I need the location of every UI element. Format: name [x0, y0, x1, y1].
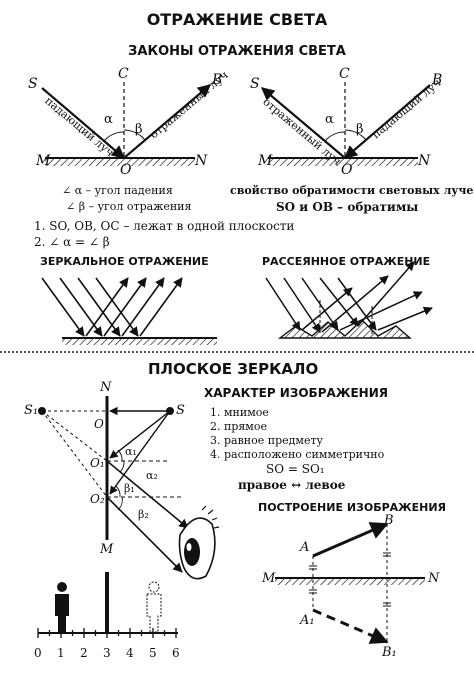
label-s-mirror: S — [176, 403, 185, 418]
beta-label-right: β — [356, 122, 364, 137]
character-item-4: 4. расположено симметрично — [210, 448, 385, 461]
angle-beta-text: ∠ β – угол отражения — [66, 200, 192, 213]
label-o2: O₂ — [90, 492, 105, 506]
label-beta1: β₁ — [124, 482, 135, 495]
laws-heading: ЗАКОНЫ ОТРАЖЕНИЯ СВЕТА — [128, 44, 346, 59]
reflected-ray — [260, 87, 346, 159]
person-image-figure — [146, 581, 162, 633]
reflected-ray — [123, 84, 212, 159]
specular-label: ЗЕРКАЛЬНОЕ ОТРАЖЕНИЕ — [40, 255, 209, 268]
label-s: S — [28, 76, 38, 92]
diffuse-figure — [265, 261, 433, 339]
scale-label: 3 — [103, 646, 111, 660]
mirror-surface — [268, 158, 418, 166]
label-c-right: C — [339, 66, 350, 82]
rule-1: 1. SO, OB, OC – лежат в одной плоскости — [34, 219, 295, 233]
label-m: M — [36, 153, 51, 169]
person-figure — [55, 582, 69, 632]
scale-ticks — [37, 628, 177, 638]
label-a1: A₁ — [300, 613, 315, 628]
reversible-rays-text: SO и OB – обратимы — [276, 200, 419, 214]
label-b: B — [212, 72, 223, 88]
label-n-construction: N — [428, 571, 440, 586]
scale-label: 6 — [172, 646, 180, 660]
label-m-mirror: M — [100, 542, 114, 557]
label-n-mirror: N — [100, 380, 112, 395]
label-s1: S₁ — [24, 403, 39, 418]
image-character-heading: ХАРАКТЕР ИЗОБРАЖЕНИЯ — [204, 386, 388, 400]
label-b-right: B — [432, 72, 443, 88]
law-right-figure — [260, 82, 431, 166]
scale-label: 4 — [126, 646, 134, 660]
scale-label: 2 — [80, 646, 88, 660]
label-n: N — [195, 153, 208, 169]
label-o-mirror: O — [94, 417, 104, 431]
incident-ray — [41, 87, 126, 159]
label-o-right: O — [341, 162, 353, 178]
specular-figure — [41, 277, 217, 345]
scale-label: 5 — [149, 646, 157, 660]
law-left-figure — [41, 82, 212, 166]
label-b-construction: B — [384, 513, 394, 528]
label-o1: O₁ — [90, 456, 105, 470]
image-arrow — [312, 608, 389, 644]
construction-figure — [275, 522, 425, 644]
eye-icon — [178, 505, 220, 580]
scale-label: 1 — [57, 646, 65, 660]
character-item-2: 2. прямое — [210, 420, 267, 433]
label-a: A — [300, 540, 310, 555]
label-alpha1: α₁ — [125, 445, 137, 458]
reversibility-text: свойство обратимости световых лучей — [230, 184, 474, 197]
label-c: C — [118, 66, 129, 82]
label-n-right: N — [418, 153, 431, 169]
label-s-right: S — [250, 76, 260, 92]
flat-mirror-heading: ПЛОСКОЕ ЗЕРКАЛО — [148, 360, 319, 378]
page-title: ОТРАЖЕНИЕ СВЕТА — [146, 10, 328, 29]
character-item-1: 1. мнимое — [210, 406, 269, 419]
symmetry-equation: SO = SO₁ — [266, 462, 325, 476]
rule-2: 2. ∠ α = ∠ β — [34, 235, 110, 249]
alpha-label-right: α — [325, 112, 334, 127]
diffuse-label: РАССЕЯННОЕ ОТРАЖЕНИЕ — [262, 255, 431, 268]
beta-label: β — [135, 122, 143, 137]
label-b1: B₁ — [382, 645, 397, 660]
scale-label: 0 — [34, 646, 42, 660]
section-divider — [0, 351, 474, 353]
label-o: O — [120, 162, 132, 178]
label-m-construction: M — [262, 571, 276, 586]
flat-mirror-figure — [37, 396, 220, 638]
incident-ray — [343, 84, 431, 159]
label-alpha2: α₂ — [146, 469, 158, 482]
label-m-right: M — [258, 153, 273, 169]
construction-heading: ПОСТРОЕНИЕ ИЗОБРАЖЕНИЯ — [258, 501, 447, 514]
mirror-surface — [45, 158, 195, 166]
alpha-label: α — [104, 112, 113, 127]
character-item-3: 3. равное предмету — [210, 434, 324, 447]
angle-alpha-text: ∠ α – угол падения — [62, 184, 173, 197]
object-arrow — [312, 522, 389, 558]
left-right-text: правое ↔ левое — [238, 478, 346, 492]
label-beta2: β₂ — [138, 508, 149, 521]
